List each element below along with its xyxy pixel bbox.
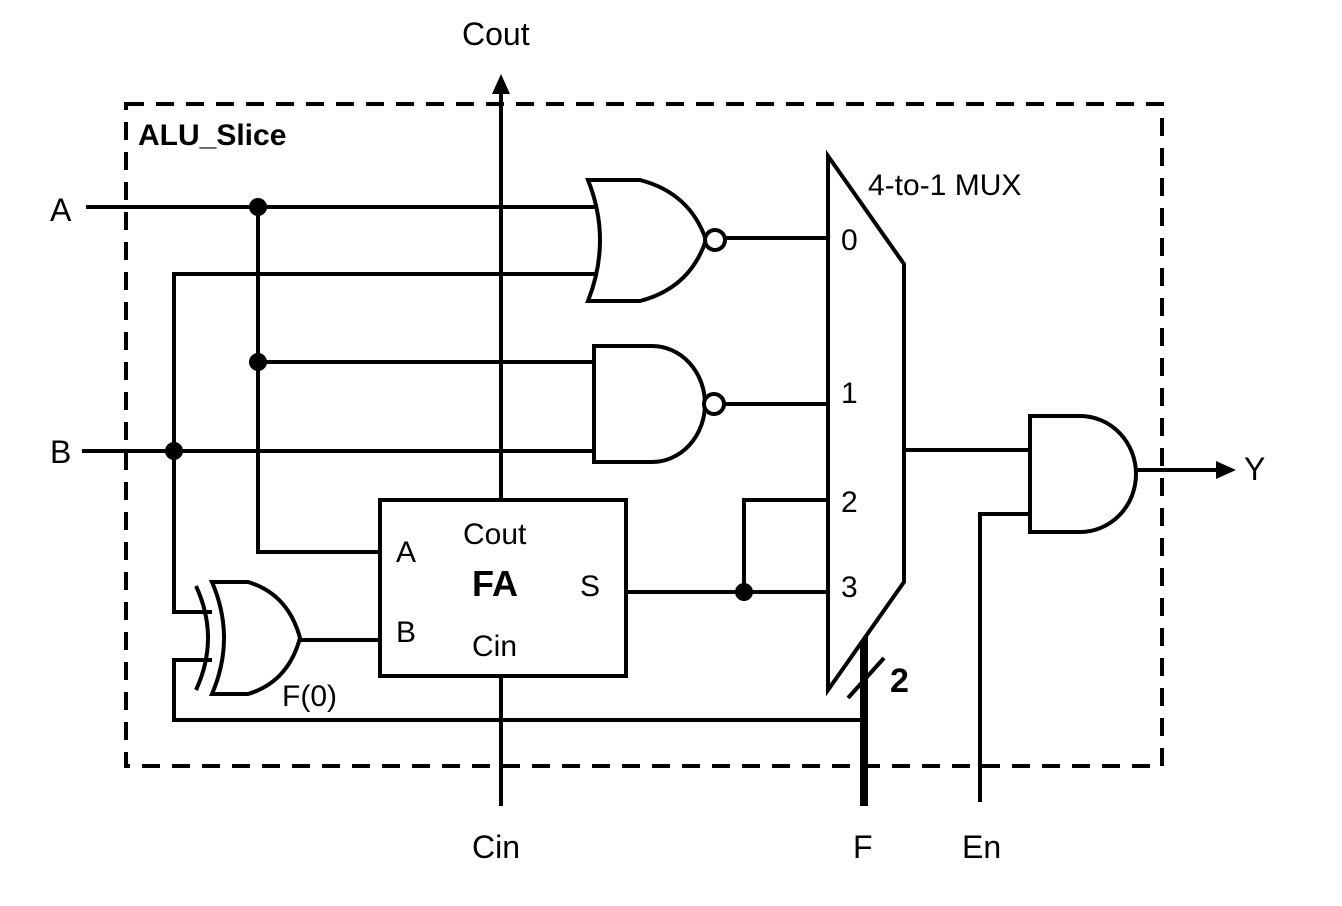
cout-arrow-icon (492, 74, 510, 94)
mux-input-1: 1 (841, 377, 858, 410)
port-label-y: Y (1244, 451, 1265, 487)
junction-b (165, 442, 183, 460)
fa-pin-b: B (396, 616, 416, 649)
port-label-cin: Cin (472, 829, 520, 865)
mux-input-2: 2 (841, 486, 858, 519)
wire-f0 (172, 658, 864, 722)
and-gate (1028, 414, 1138, 534)
wire-a-branch (256, 207, 380, 554)
mux-input-3: 3 (841, 571, 858, 604)
fa-pin-cout: Cout (463, 518, 527, 551)
fa-pin-s: S (580, 570, 600, 603)
port-label-en: En (962, 829, 1001, 865)
junction-sum (735, 583, 753, 601)
alu-slice-boundary (124, 102, 1164, 768)
junction-a-nand (249, 353, 267, 371)
fa-pin-a: A (396, 536, 416, 569)
wire-sum-branch (742, 498, 830, 592)
fa-title: FA (472, 563, 518, 604)
port-label-b: B (50, 434, 71, 470)
fa-pin-cin: Cin (472, 630, 517, 663)
port-label-cout: Cout (462, 16, 530, 52)
nand-gate (592, 344, 726, 464)
select-bus-width: 2 (890, 662, 909, 700)
mux-4to1: 0 1 2 3 (826, 149, 906, 697)
port-label-f: F (853, 829, 873, 865)
mux-input-0: 0 (841, 224, 858, 257)
port-label-a: A (50, 192, 72, 228)
mux-title: 4-to-1 MUX (868, 169, 1021, 202)
junction-a-main (249, 198, 267, 216)
nand-bubble-icon (702, 392, 726, 416)
nor-gate (585, 178, 727, 303)
xor-control-label: F(0) (282, 680, 337, 713)
wire-en (978, 512, 1030, 802)
nor-bubble-icon (703, 228, 727, 252)
bus-width-slash (846, 656, 886, 700)
y-arrow-icon (1216, 461, 1236, 479)
full-adder: A B Cout FA Cin S (378, 498, 628, 678)
xor-gate (194, 580, 303, 696)
alu-slice-label: ALU_Slice (138, 119, 286, 152)
